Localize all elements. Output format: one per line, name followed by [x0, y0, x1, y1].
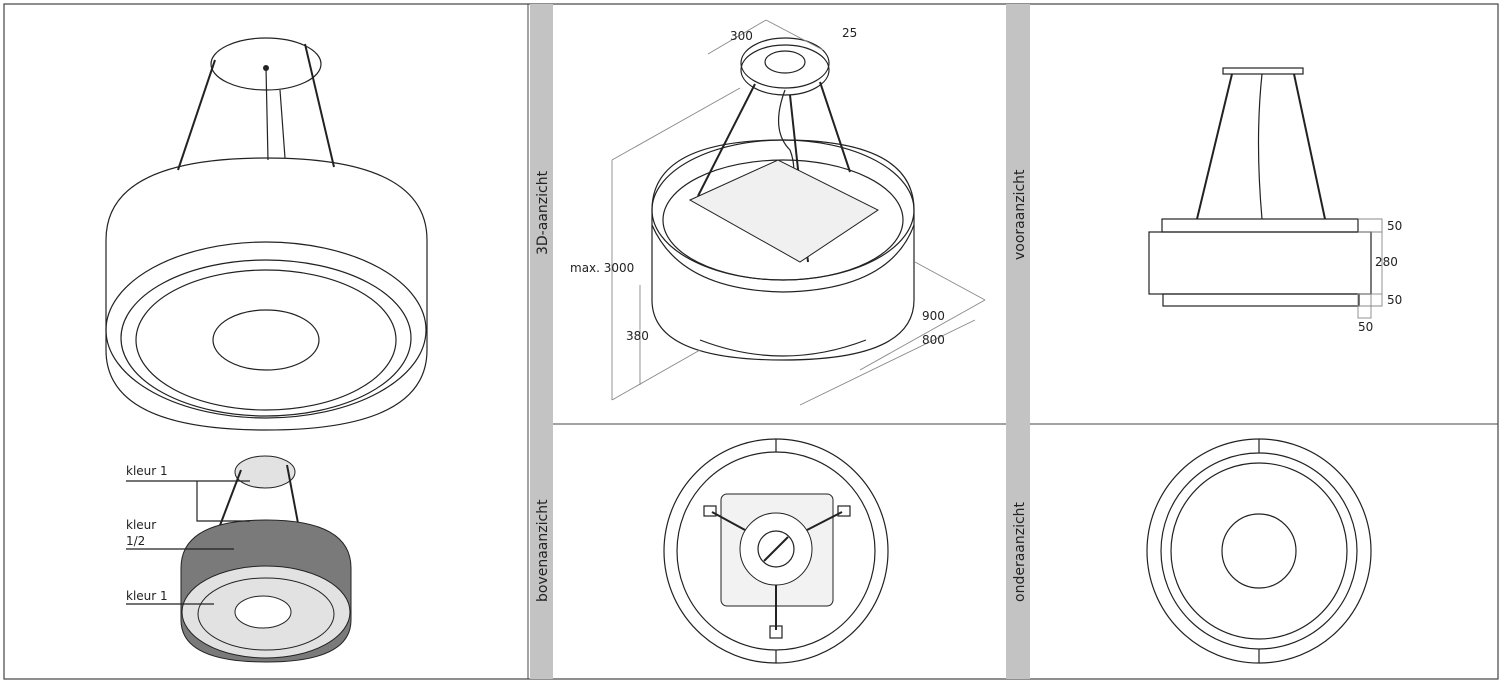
- label-band-left: [530, 4, 553, 679]
- view-label-3d: 3D-aanzicht: [535, 170, 551, 255]
- label-color-bottom: kleur 1: [126, 589, 168, 603]
- dim-outer-diameter: 900: [922, 309, 945, 323]
- dim-max-height: max. 3000: [570, 261, 634, 275]
- label-color-middle-2: 1/2: [126, 534, 145, 548]
- dim-inset: 50: [1358, 320, 1373, 334]
- label-color-middle-1: kleur: [126, 518, 156, 532]
- view-label-bottom: onderaanzicht: [1012, 501, 1028, 602]
- hood-color-diagram: [126, 455, 352, 663]
- dim-top-ring: 50: [1387, 219, 1402, 233]
- view-label-front: vooraanzicht: [1012, 169, 1028, 260]
- dim-bottom-ring: 50: [1387, 293, 1402, 307]
- label-color-top: kleur 1: [126, 464, 168, 478]
- dim-canopy-height: 25: [842, 26, 857, 40]
- hood-perspective-large: [105, 37, 428, 431]
- outer-frame: [3, 3, 1499, 680]
- view-label-top: bovenaanzicht: [535, 499, 551, 602]
- hood-bottom-view: [1146, 438, 1372, 664]
- hood-front-view: [1148, 67, 1383, 319]
- dim-body: 280: [1375, 255, 1398, 269]
- dim-body-diameter: 800: [922, 333, 945, 347]
- label-band-right: [1006, 4, 1030, 679]
- hood-top-view: [663, 438, 889, 664]
- dim-canopy-diameter: 300: [730, 29, 753, 43]
- dim-body-height: 380: [626, 329, 649, 343]
- hood-3d-view: [651, 37, 915, 361]
- dimension-lines-3d: [611, 19, 986, 406]
